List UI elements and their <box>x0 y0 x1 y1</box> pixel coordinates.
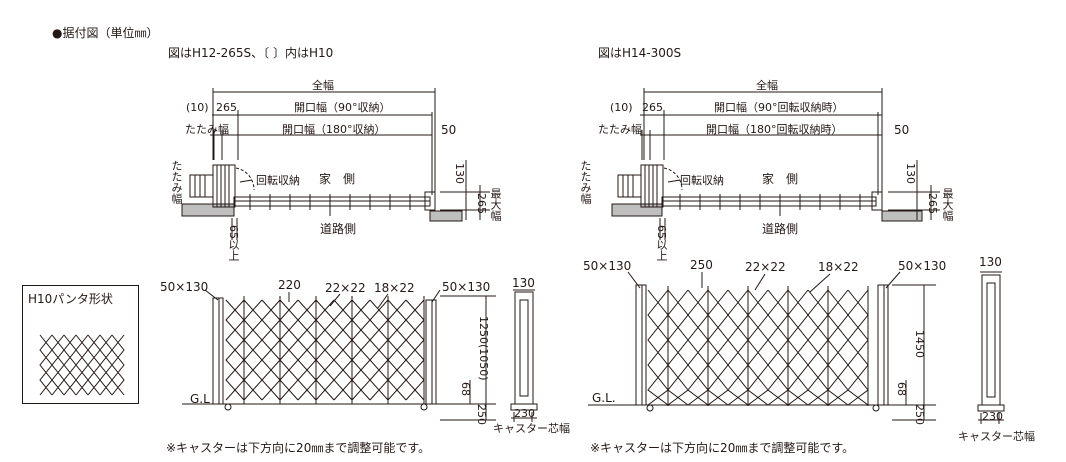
page-header: ●据付図（単位㎜） <box>52 26 159 40</box>
left-gl: G.L <box>190 392 210 406</box>
right-fold-width-vertical: たたみ幅 <box>579 160 592 204</box>
left-dim-265: 265 <box>216 101 237 114</box>
left-road-side: 道路側 <box>320 222 357 236</box>
left-height: 1250(1050) <box>477 316 490 381</box>
right-note: ※キャスターは下方向に20㎜まで調整可能です。 <box>590 441 855 455</box>
left-min-65: 65以上 <box>227 225 240 261</box>
left-dim-68: 68 <box>459 382 472 396</box>
right-rail-22x22: 22×22 <box>745 260 786 274</box>
right-height: 1450 <box>913 330 926 358</box>
left-house-side: 家 側 <box>319 172 356 186</box>
left-fold-width-vertical: たたみ幅 <box>170 160 183 204</box>
left-post-size-b: 50×130 <box>442 280 491 294</box>
left-rail-18x22: 18×22 <box>374 281 415 295</box>
left-rotate-label: 回転収納 <box>256 174 300 187</box>
right-open-90: 開口幅（90°回転収納時） <box>714 101 844 114</box>
right-rotate-label: 回転収納 <box>680 174 724 187</box>
right-dim-130: 130 <box>904 163 917 184</box>
left-overall-width: 全幅 <box>312 79 334 92</box>
right-fold-width: たたみ幅 <box>598 123 642 136</box>
right-post-size-b: 50×130 <box>898 259 947 273</box>
left-dim-130: 130 <box>453 163 466 184</box>
right-post-size-a: 50×130 <box>583 259 632 273</box>
left-side-130: 130 <box>512 276 535 290</box>
left-pitch-220: 220 <box>278 278 301 292</box>
left-post-size-a: 50×130 <box>160 280 209 294</box>
right-gl: G.L. <box>592 391 616 405</box>
left-dim-250: 250 <box>475 404 488 425</box>
h10-shape-box <box>22 285 139 404</box>
right-max-width: 最大幅 <box>941 188 954 221</box>
h10-pantograph-pattern <box>39 334 125 396</box>
right-dim-250: 250 <box>913 404 926 425</box>
right-elevation-view <box>588 271 936 421</box>
left-max-width: 最大幅 <box>489 188 502 221</box>
right-caption: 図はH14-300S <box>598 46 682 60</box>
right-overall-width: 全幅 <box>756 79 778 92</box>
left-open-180: 開口幅（180°収納） <box>282 123 386 136</box>
right-plan-view <box>611 88 940 240</box>
h10-title: H10パンタ形状 <box>28 292 113 306</box>
right-dim-265: 265 <box>642 101 663 114</box>
left-caster-width: キャスター芯幅 <box>493 422 570 435</box>
right-house-side: 家 側 <box>762 172 799 186</box>
right-dim-50: 50 <box>894 123 910 137</box>
left-dim-265-v: 265 <box>475 193 488 214</box>
left-plan-view <box>181 88 490 240</box>
right-pitch-250: 250 <box>690 258 713 272</box>
right-dim-10: (10) <box>610 101 633 114</box>
right-side-230: 230 <box>982 410 1003 423</box>
left-elevation-view <box>182 289 496 421</box>
left-side-230: 230 <box>514 407 535 420</box>
left-caption: 図はH12-265S、〔 〕内はH10 <box>168 46 334 60</box>
right-road-side: 道路側 <box>762 222 799 236</box>
right-open-180: 開口幅（180°回転収納時） <box>706 123 843 136</box>
left-dim-50: 50 <box>441 123 457 137</box>
left-open-90: 開口幅（90°収納） <box>294 101 391 114</box>
right-rail-18x22: 18×22 <box>818 260 859 274</box>
right-side-view <box>977 271 1005 424</box>
left-fold-width: たたみ幅 <box>185 123 229 136</box>
left-rail-22x22: 22×22 <box>325 281 366 295</box>
right-caster-width: キャスター芯幅 <box>958 430 1035 443</box>
right-dim-68: 68 <box>895 382 908 396</box>
left-dim-10: (10) <box>186 101 209 114</box>
left-note: ※キャスターは下方向に20㎜まで調整可能です。 <box>166 441 431 455</box>
right-side-130: 130 <box>979 255 1002 269</box>
left-side-view <box>510 289 538 422</box>
right-dim-265-v: 265 <box>926 193 939 214</box>
right-min-65: 65以上 <box>655 225 668 261</box>
